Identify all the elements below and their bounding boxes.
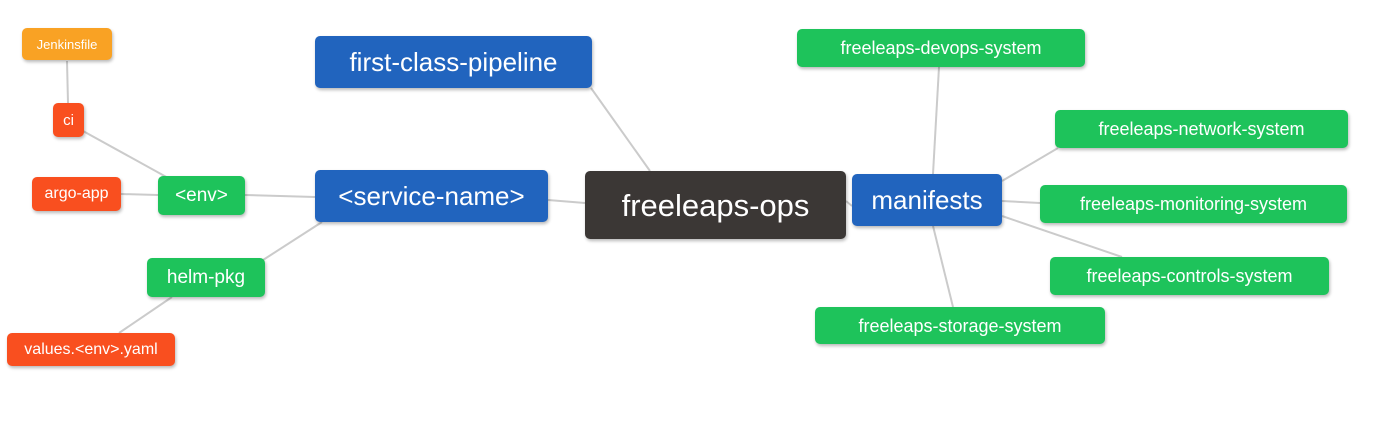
edge-freeleaps-ops-to-manifests — [845, 200, 853, 207]
node-ci[interactable]: ci — [53, 103, 84, 137]
edge-manifests-to-freeleaps-storage-system — [932, 225, 954, 308]
node-first-class-pipeline[interactable]: first-class-pipeline — [315, 36, 592, 88]
node-freeleaps-devops-system[interactable]: freeleaps-devops-system — [797, 29, 1085, 67]
edge-manifests-to-freeleaps-controls-system — [1001, 215, 1123, 258]
node-freeleaps-storage-system[interactable]: freeleaps-storage-system — [815, 307, 1105, 344]
node-values-env-yaml[interactable]: values.<env>.yaml — [7, 333, 175, 366]
edge-ci-to-env — [82, 130, 171, 180]
edge-service-name-to-freeleaps-ops — [547, 199, 586, 204]
edge-helm-pkg-to-values-env-yaml — [118, 296, 173, 334]
edge-jenkinsfile-to-ci — [66, 60, 69, 104]
node-argo-app[interactable]: argo-app — [32, 177, 121, 211]
edge-first-class-pipeline-to-freeleaps-ops — [590, 87, 651, 172]
edge-service-name-to-helm-pkg — [262, 221, 323, 261]
edge-manifests-to-freeleaps-monitoring-system — [1001, 200, 1041, 204]
edge-manifests-to-freeleaps-devops-system — [932, 66, 940, 175]
node-freeleaps-ops[interactable]: freeleaps-ops — [585, 171, 846, 239]
node-manifests[interactable]: manifests — [852, 174, 1002, 226]
edge-argo-app-to-env — [120, 193, 159, 196]
node-service-name[interactable]: <service-name> — [315, 170, 548, 222]
edge-manifests-to-freeleaps-network-system — [1001, 147, 1059, 182]
node-freeleaps-controls-system[interactable]: freeleaps-controls-system — [1050, 257, 1329, 295]
node-jenkinsfile[interactable]: Jenkinsfile — [22, 28, 112, 60]
node-helm-pkg[interactable]: helm-pkg — [147, 258, 265, 297]
edge-env-to-service-name — [244, 194, 316, 198]
node-env[interactable]: <env> — [158, 176, 245, 215]
node-freeleaps-monitoring-system[interactable]: freeleaps-monitoring-system — [1040, 185, 1347, 223]
node-freeleaps-network-system[interactable]: freeleaps-network-system — [1055, 110, 1348, 148]
